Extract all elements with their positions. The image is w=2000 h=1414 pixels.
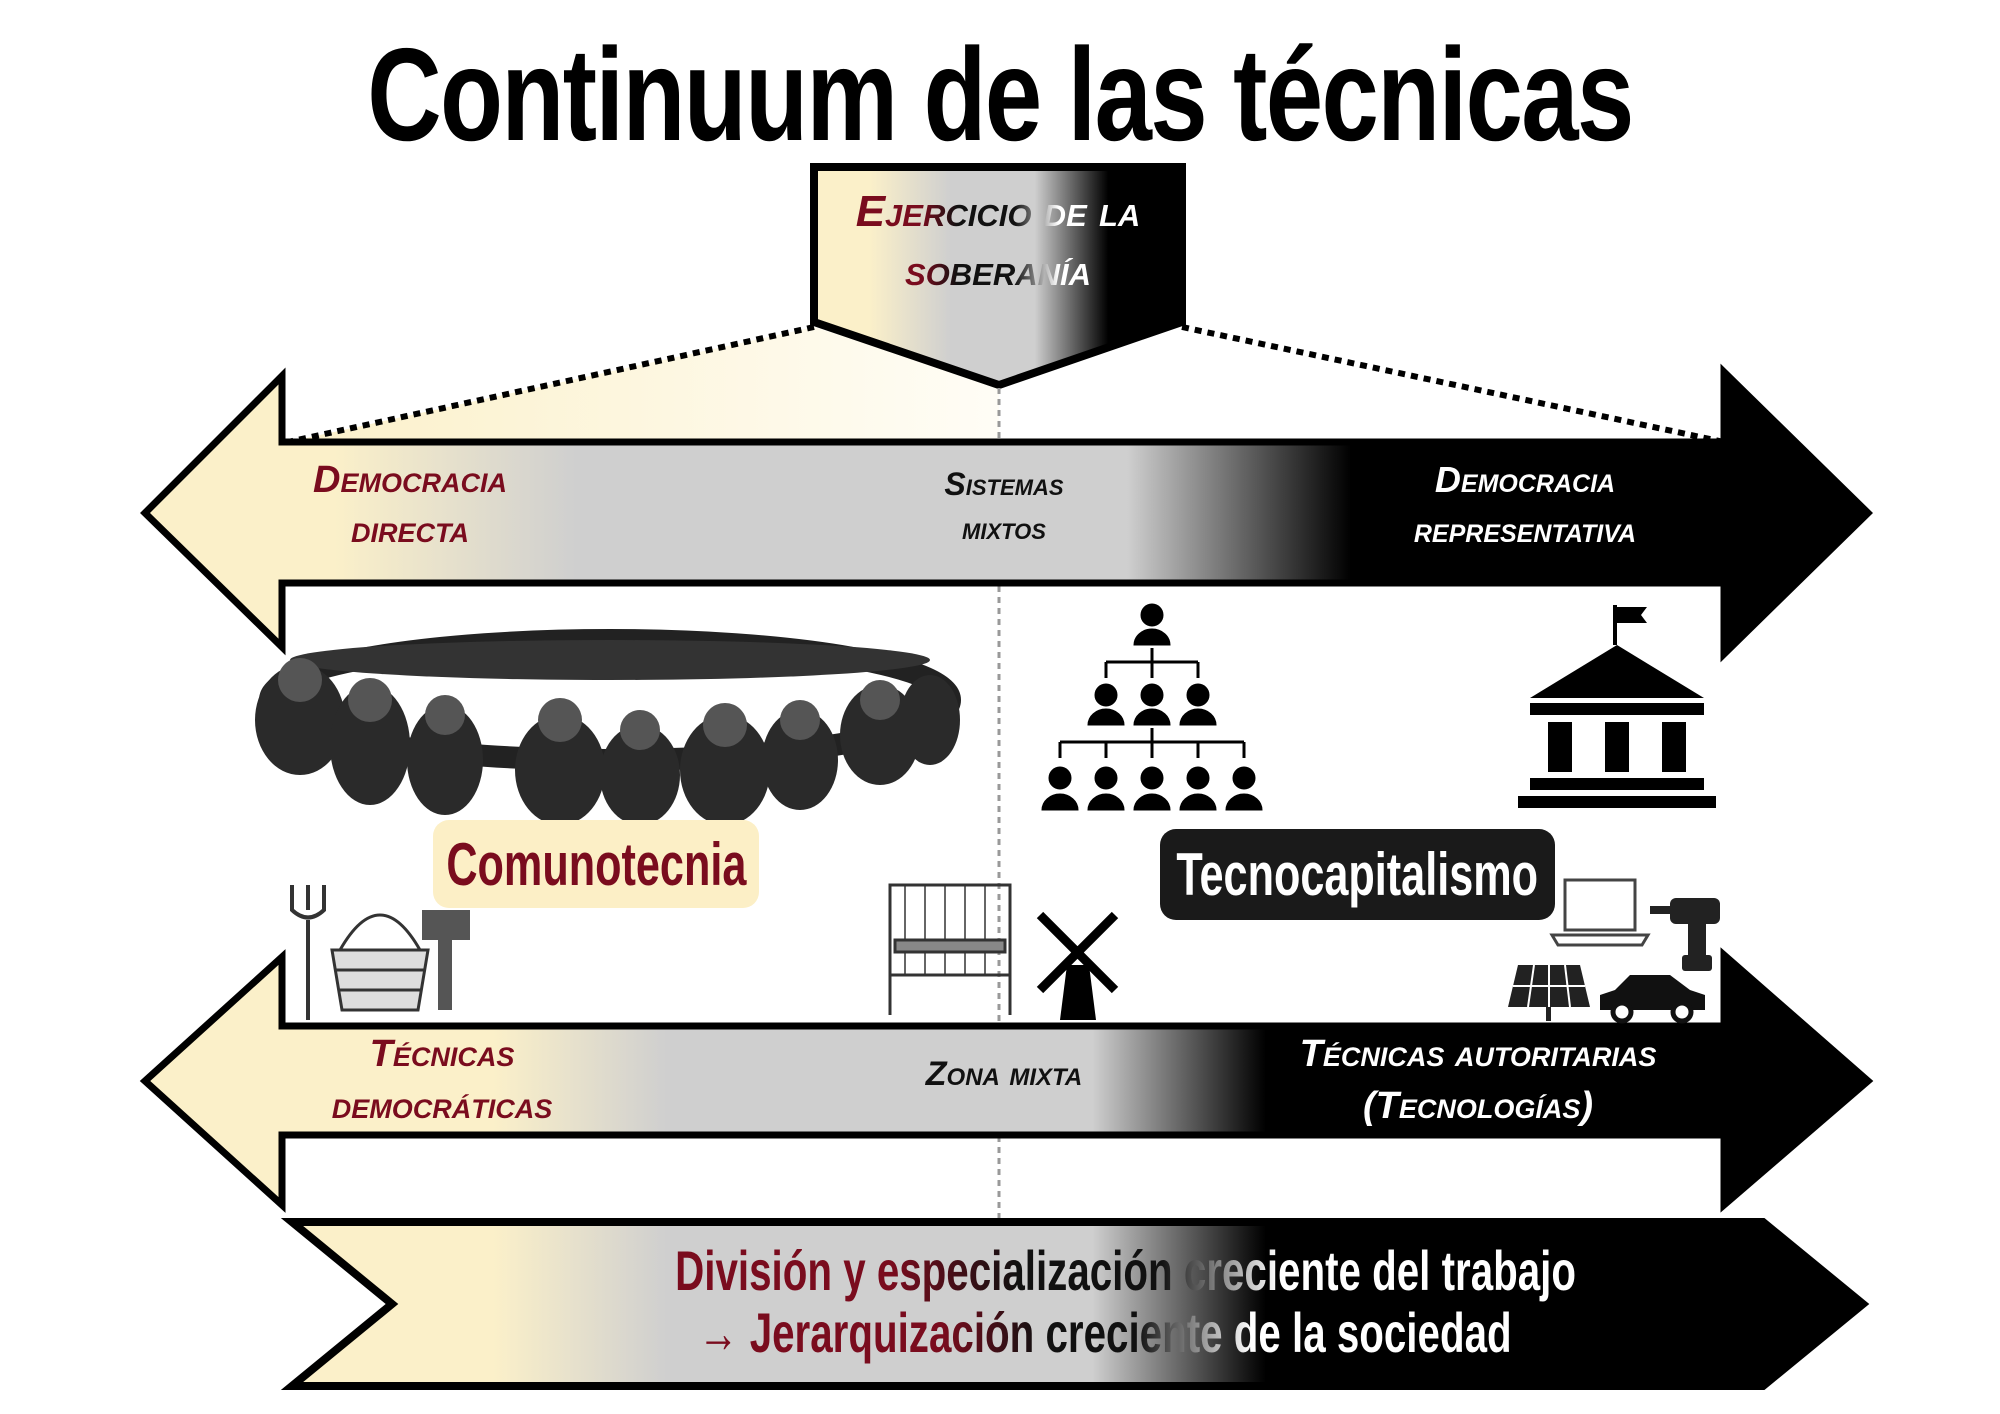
people-circle-illustration [255, 629, 961, 825]
mixed-zone-label: Zona mixta [925, 1055, 1083, 1093]
direct-democracy-label: Democracia directa [260, 455, 560, 555]
authoritarian-techniques-line2: (Tecnologías) [1362, 1085, 1594, 1127]
comunotecnia-badge: Comunotecnia [433, 820, 759, 908]
representative-democracy-label: Democracia representativa [1340, 455, 1710, 555]
government-building-icon [1518, 605, 1716, 808]
mixed-systems-line1: Sistemas [944, 466, 1064, 502]
authoritarian-techniques-label: Técnicas autoritarias (Tecnologías) [1258, 1028, 1698, 1132]
representative-democracy-line2: representativa [1413, 509, 1637, 550]
direct-democracy-line1: Democracia [313, 459, 507, 501]
mixed-systems-label: Sistemas mixtos [874, 462, 1134, 550]
laptop-icon [1549, 878, 1651, 947]
solar-panel-icon [1508, 964, 1590, 1021]
dotted-line-right [1181, 324, 1725, 445]
techniques-double-arrow [139, 947, 1874, 1213]
comunotecnia-label: Comunotecnia [445, 830, 747, 898]
sovereignty-label-line1: Ejercicio de la [855, 187, 1141, 236]
mixed-systems-line2: mixtos [962, 510, 1046, 546]
labor-division-text: División y especialización creciente del… [500, 1240, 1710, 1364]
tecnocapitalismo-badge: Tecnocapitalismo [1160, 829, 1555, 920]
dotted-line-left [287, 324, 815, 445]
democratic-techniques-line1: Técnicas [369, 1033, 515, 1075]
hammer-icon [422, 910, 470, 1010]
sovereignty-label: Ejercicio de la soberanía [830, 182, 1166, 301]
democratic-techniques-line2: democráticas [331, 1085, 553, 1127]
direct-democracy-line2: directa [351, 509, 469, 551]
windmill-icon [1036, 911, 1119, 1020]
labor-division-line1: División y especialización creciente del… [675, 1239, 1577, 1302]
car-icon [1600, 975, 1705, 1024]
representative-democracy-line1: Democracia [1434, 459, 1616, 500]
page-title: Continuum de las técnicas [367, 21, 1634, 168]
basket-icon [330, 913, 430, 1012]
sovereignty-fan [288, 327, 999, 442]
democratic-techniques-label: Técnicas democráticas [272, 1028, 612, 1132]
sovereignty-label-line2: soberanía [904, 246, 1091, 296]
labor-division-banner [280, 1218, 1870, 1390]
loom-icon [888, 883, 1012, 1015]
tecnocapitalismo-label: Tecnocapitalismo [1176, 841, 1539, 908]
labor-division-line2: → Jerarquización creciente de la socieda… [698, 1301, 1512, 1364]
sovereignty-double-arrow [140, 363, 1874, 663]
sovereignty-box [810, 163, 1186, 390]
hierarchy-icon [1041, 603, 1263, 811]
pitchfork-icon [290, 885, 326, 1020]
authoritarian-techniques-line1: Técnicas autoritarias [1299, 1033, 1657, 1075]
drill-icon [1650, 898, 1720, 971]
